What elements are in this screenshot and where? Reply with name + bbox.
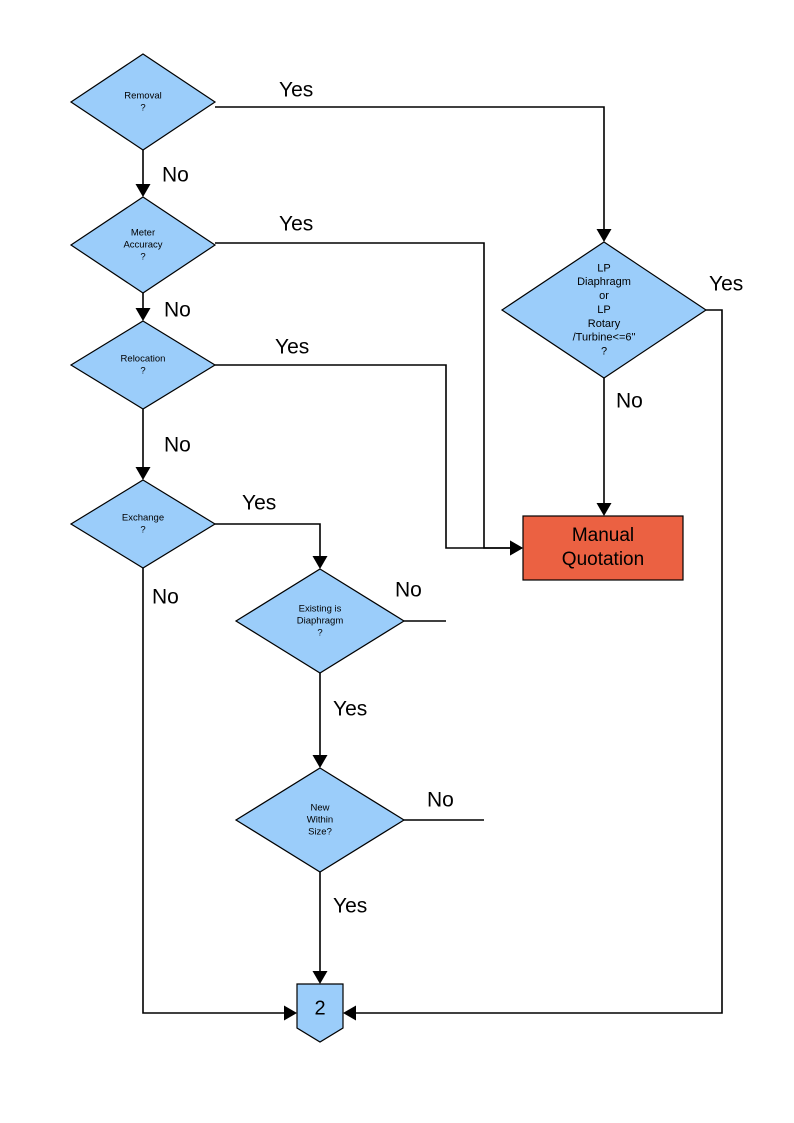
edge-exchange-no: No <box>142 568 297 1021</box>
edge-arrowhead-lp-diaphragm-no <box>596 503 612 516</box>
node-label-relocation: Relocation <box>121 354 166 365</box>
edge-label-relocation-yes: Yes <box>275 336 309 359</box>
edge-label-relocation-no: No <box>164 434 191 457</box>
node-label-lp-diaphragm-or-rotary: LP <box>597 304 610 316</box>
edge-arrowhead-new-within-size-yes <box>312 971 328 984</box>
edge-lp-diaphragm-no: No <box>596 378 643 516</box>
edge-label-lp-diaphragm-yes: Yes <box>709 273 743 296</box>
decision-diamond-removal[interactable] <box>69 53 217 151</box>
edge-new-within-size-yes: Yes <box>312 872 367 984</box>
edge-label-lp-diaphragm-no: No <box>616 390 643 413</box>
node-label-exchange: Exchange <box>122 513 164 524</box>
node-connector-2[interactable]: 2 <box>296 983 344 1043</box>
node-removal[interactable]: Removal? <box>69 53 217 151</box>
node-label-new-within-size: Within <box>307 815 333 826</box>
edge-exchange-yes: Yes <box>215 492 328 569</box>
decision-diamond-exchange[interactable] <box>69 479 217 569</box>
edge-label-meter-accuracy-yes: Yes <box>279 213 313 236</box>
edge-label-meter-accuracy-no: No <box>164 299 191 322</box>
edge-label-existing-is-diaphragm-yes: Yes <box>333 698 367 721</box>
node-relocation[interactable]: Relocation? <box>69 320 217 410</box>
edge-path-relocation-yes <box>215 364 516 549</box>
node-label-meter-accuracy: ? <box>140 251 145 262</box>
node-label-manual-quotation: Quotation <box>562 549 644 570</box>
edge-label-exchange-yes: Yes <box>242 492 276 515</box>
edge-arrowhead-lp-diaphragm-yes <box>343 1005 356 1021</box>
node-label-exchange: ? <box>140 525 145 536</box>
node-label-new-within-size: Size? <box>308 826 332 837</box>
edge-arrowhead-meter-accuracy-no <box>135 308 151 321</box>
edge-arrowhead-removal-yes <box>596 229 612 242</box>
edge-label-exchange-no: No <box>152 586 179 609</box>
node-label-relocation: ? <box>140 366 145 377</box>
node-label-lp-diaphragm-or-rotary: ? <box>601 345 607 357</box>
edge-existing-is-diaphragm-no: No <box>395 579 446 622</box>
edge-path-removal-yes <box>215 106 605 235</box>
edge-path-exchange-no <box>142 568 290 1014</box>
edge-label-existing-is-diaphragm-no: No <box>395 579 422 602</box>
edge-meter-accuracy-no: No <box>135 293 191 322</box>
node-label-lp-diaphragm-or-rotary: /Turbine<=6" <box>573 332 636 344</box>
edge-arrowhead-existing-is-diaphragm-yes <box>312 755 328 768</box>
edge-existing-is-diaphragm-yes: Yes <box>312 673 367 768</box>
node-label-manual-quotation: Manual <box>572 525 634 546</box>
edge-path-lp-diaphragm-yes <box>350 309 723 1014</box>
edge-relocation-no: No <box>135 409 191 480</box>
decision-diamond-relocation[interactable] <box>69 320 217 410</box>
edge-label-removal-yes: Yes <box>279 79 313 102</box>
node-label-lp-diaphragm-or-rotary: LP <box>597 262 610 274</box>
node-label-existing-is-diaphragm: Existing is <box>299 604 342 615</box>
node-label-lp-diaphragm-or-rotary: Rotary <box>588 318 621 330</box>
node-exchange[interactable]: Exchange? <box>69 479 217 569</box>
edge-label-removal-no: No <box>162 164 189 187</box>
node-label-removal: ? <box>140 103 145 114</box>
edge-arrowhead-relocation-yes <box>510 540 523 556</box>
edge-arrowhead-exchange-yes <box>312 556 328 569</box>
node-label-meter-accuracy: Meter <box>131 228 155 239</box>
edge-lp-diaphragm-yes: Yes <box>343 273 743 1021</box>
edge-label-new-within-size-no: No <box>427 789 454 812</box>
nodes-layer: Removal?MeterAccuracy?Relocation?Exchang… <box>69 53 708 1043</box>
decision-diamond-existing-is-diaphragm[interactable] <box>234 568 406 674</box>
decision-diamond-new-within-size[interactable] <box>234 767 406 873</box>
edge-path-exchange-yes <box>215 523 321 562</box>
node-label-lp-diaphragm-or-rotary: or <box>599 290 609 302</box>
node-label-lp-diaphragm-or-rotary: Diaphragm <box>577 276 631 288</box>
process-box-manual-quotation[interactable] <box>522 515 684 581</box>
node-label-existing-is-diaphragm: ? <box>317 627 322 638</box>
decision-diamond-lp-diaphragm-or-rotary[interactable] <box>500 241 708 379</box>
node-label-existing-is-diaphragm: Diaphragm <box>297 616 344 627</box>
edge-arrowhead-exchange-no <box>284 1005 297 1021</box>
edge-removal-no: No <box>135 150 189 197</box>
edge-new-within-size-no: No <box>404 789 484 821</box>
offpage-connector-connector-2[interactable] <box>296 983 344 1043</box>
edge-removal-yes: Yes <box>215 79 612 242</box>
edge-label-new-within-size-yes: Yes <box>333 895 367 918</box>
edge-relocation-yes: Yes <box>215 336 523 556</box>
node-label-meter-accuracy: Accuracy <box>123 240 162 251</box>
edge-arrowhead-removal-no <box>135 184 151 197</box>
edge-arrowhead-relocation-no <box>135 467 151 480</box>
decision-diamond-meter-accuracy[interactable] <box>69 196 217 294</box>
node-label-new-within-size: New <box>310 803 329 814</box>
node-label-connector-2: 2 <box>314 997 325 1019</box>
node-label-removal: Removal <box>124 91 162 102</box>
